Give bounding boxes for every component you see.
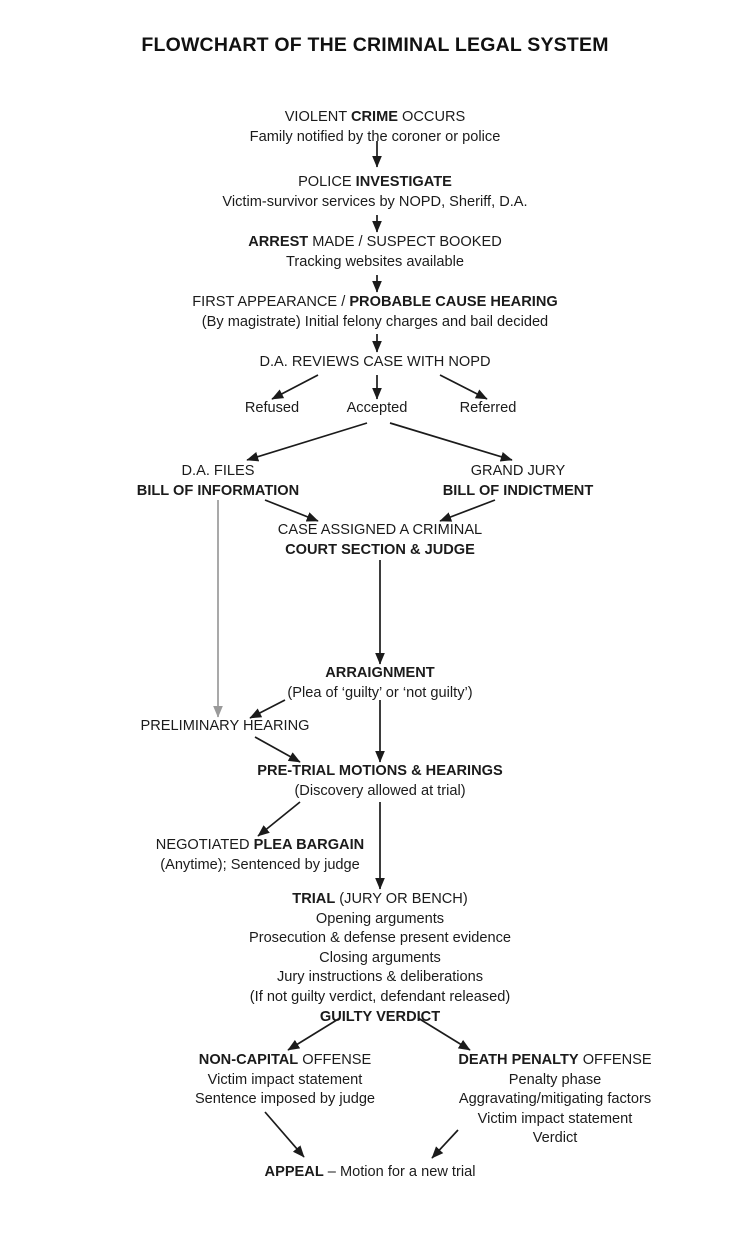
node-referred: Referred [418,399,558,419]
node-da-reviews-case: D.A. REVIEWS CASE WITH NOPD [0,353,750,373]
node-non-capital-line2: Victim impact statement [207,1071,363,1088]
node-trial-line4: Closing arguments [319,949,441,966]
node-non-capital-bold: NON-CAPITAL [198,1052,299,1068]
node-trial-line2: Opening arguments [315,910,445,927]
node-death-penalty-line2: Penalty phase [508,1071,602,1088]
node-plea-bargain: NEGOTIATED PLEA BARGAIN (Anytime); Sente… [50,836,470,875]
node-case-assigned: CASE ASSIGNED A CRIMINAL COURT SECTION &… [0,521,750,560]
node-police-investigate-line1: POLICE INVESTIGATE [0,173,750,193]
node-death-penalty-line3: Aggravating/mitigating factors [458,1091,652,1108]
node-violent-crime-post: OCCURS [397,109,466,125]
node-grand-jury-line1: GRAND JURY [470,463,566,479]
node-arrest-made-line2: Tracking websites available [286,253,464,270]
node-referred-label: Referred [459,400,517,416]
node-first-appearance: FIRST APPEARANCE / PROBABLE CAUSE HEARIN… [0,293,750,332]
node-violent-crime: VIOLENT CRIME OCCURS Family notified by … [0,108,750,147]
node-arraignment-line2: (Plea of ‘guilty’ or ‘not guilty’) [287,684,473,701]
node-plea-bargain-pre: NEGOTIATED [155,837,254,853]
node-first-appearance-pre: FIRST APPEARANCE / [192,294,350,310]
node-non-capital-line1: NON-CAPITAL OFFENSE [85,1051,485,1071]
connector-da-files-to-case-assigned [264,499,319,522]
node-violent-crime-pre: VIOLENT [284,109,351,125]
node-appeal-bold: APPEAL [264,1164,324,1180]
node-bill-of-indictment-line2: BILL OF INDICTMENT [442,482,594,499]
node-refused: Refused [202,399,342,419]
node-plea-bargain-line1: NEGOTIATED PLEA BARGAIN [50,836,470,856]
node-trial-line6: (If not guilty verdict, defendant releas… [249,988,511,1005]
node-arrest-made-post: MADE / SUSPECT BOOKED [308,234,502,250]
node-arraignment: ARRAIGNMENT (Plea of ‘guilty’ or ‘not gu… [0,664,750,703]
node-da-files-bill-of-information: D.A. FILES BILL OF INFORMATION [88,462,348,501]
connector-da-reviews-to-refused [271,374,319,400]
connector-non-capital-to-appeal [264,1111,305,1158]
node-first-appearance-bold: PROBABLE CAUSE HEARING [349,294,558,310]
node-trial-post: (JURY OR BENCH) [335,891,468,907]
node-arrest-made-bold: ARREST [248,234,309,250]
node-first-appearance-line2: (By magistrate) Initial felony charges a… [201,313,549,330]
node-death-penalty-line1: DEATH PENALTY OFFENSE [355,1051,750,1071]
node-arrest-made-line1: ARREST MADE / SUSPECT BOOKED [0,233,750,253]
node-death-penalty-bold: DEATH PENALTY [458,1052,579,1068]
node-trial-line5: Jury instructions & deliberations [276,969,484,986]
node-appeal-line1: APPEAL – Motion for a new trial [125,1163,615,1183]
connector-accepted-to-da-files [246,422,368,462]
node-trial: TRIAL (JURY OR BENCH) Opening arguments … [0,890,750,1027]
node-court-section-judge-line2: COURT SECTION & JUDGE [285,541,475,558]
connector-preliminary-hearing-to-pretrial [254,736,301,763]
node-pretrial-motions-line2: (Discovery allowed at trial) [294,782,466,799]
node-pretrial-motions-line1: PRE-TRIAL MOTIONS & HEARINGS [257,763,503,779]
node-death-penalty-line5: Verdict [532,1130,578,1147]
node-plea-bargain-bold: PLEA BARGAIN [253,837,365,853]
node-da-files-line1: D.A. FILES [181,463,255,479]
node-appeal: APPEAL – Motion for a new trial [125,1163,615,1183]
node-death-penalty-line4: Victim impact statement [477,1110,633,1127]
node-refused-label: Refused [244,400,300,416]
page-title: FLOWCHART OF THE CRIMINAL LEGAL SYSTEM [141,34,609,56]
node-preliminary-hearing-line1: PRELIMINARY HEARING [140,718,310,734]
connector-grand-jury-to-case-assigned [439,499,496,522]
node-arraignment-line1: ARRAIGNMENT [325,665,435,681]
node-appeal-post: – Motion for a new trial [323,1164,476,1180]
node-non-capital-line3: Sentence imposed by judge [194,1091,376,1108]
node-trial-line3: Prosecution & defense present evidence [248,930,512,947]
node-police-investigate-line2: Victim-survivor services by NOPD, Sherif… [222,193,528,210]
node-police-investigate-bold: INVESTIGATE [355,174,452,190]
node-plea-bargain-line2: (Anytime); Sentenced by judge [160,856,360,873]
node-accepted: Accepted [307,399,447,419]
connector-pretrial-to-plea-bargain [257,801,301,837]
node-first-appearance-line1: FIRST APPEARANCE / PROBABLE CAUSE HEARIN… [0,293,750,313]
node-grand-jury-bill-of-indictment: GRAND JURY BILL OF INDICTMENT [388,462,648,501]
node-arrest-made: ARREST MADE / SUSPECT BOOKED Tracking we… [0,233,750,272]
node-death-penalty-post: OFFENSE [578,1052,652,1068]
node-case-assigned-line1: CASE ASSIGNED A CRIMINAL [277,522,483,538]
connector-accepted-to-grand-jury [389,422,513,462]
node-accepted-label: Accepted [346,400,408,416]
node-preliminary-hearing: PRELIMINARY HEARING [60,717,390,737]
node-violent-crime-bold: CRIME [350,109,398,125]
node-trial-bold: TRIAL [292,891,336,907]
connector-da-reviews-to-referred [439,374,488,400]
node-non-capital-offense: NON-CAPITAL OFFENSE Victim impact statem… [85,1051,485,1110]
node-non-capital-post: OFFENSE [298,1052,372,1068]
node-police-investigate-pre: POLICE [298,174,356,190]
node-police-investigate: POLICE INVESTIGATE Victim-survivor servi… [0,173,750,212]
node-bill-of-information-line2: BILL OF INFORMATION [136,482,300,499]
node-violent-crime-line1: VIOLENT CRIME OCCURS [0,108,750,128]
node-da-reviews-case-line1: D.A. REVIEWS CASE WITH NOPD [259,354,491,370]
node-trial-line1: TRIAL (JURY OR BENCH) [0,890,750,910]
node-death-penalty-offense: DEATH PENALTY OFFENSE Penalty phase Aggr… [355,1051,750,1149]
node-violent-crime-line2: Family notified by the coroner or police [249,128,501,145]
node-pretrial-motions: PRE-TRIAL MOTIONS & HEARINGS (Discovery … [0,762,750,801]
node-guilty-verdict: GUILTY VERDICT [319,1008,441,1025]
